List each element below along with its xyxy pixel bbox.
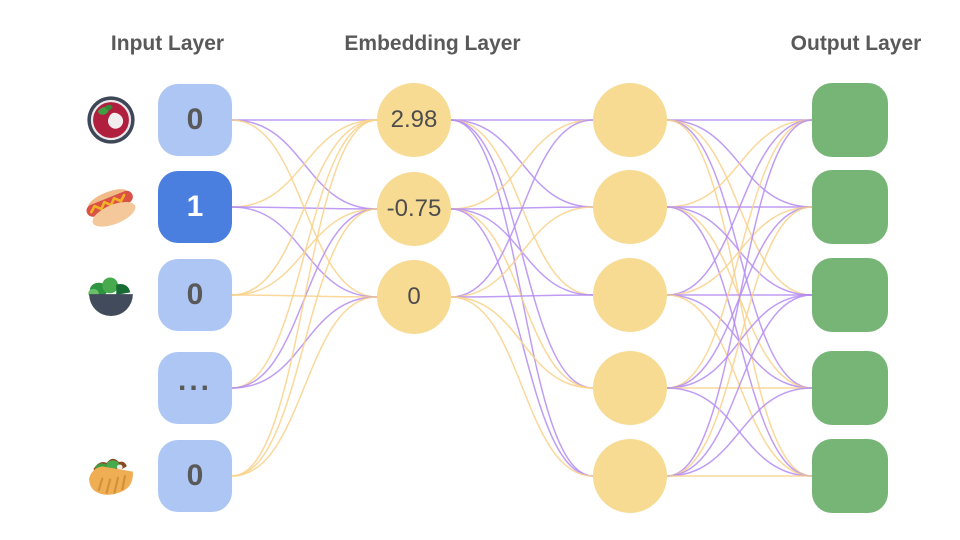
embedding-layer-title: Embedding Layer [344, 32, 521, 55]
output-node-1 [812, 83, 888, 157]
input-node-2: 1 [158, 171, 232, 243]
embedding-node-1: 2.98 [377, 83, 451, 157]
input-node-3: 0 [158, 259, 232, 331]
soup-bowl-icon [87, 96, 135, 144]
salad-icon [88, 277, 133, 316]
output-layer-title: Output Layer [790, 32, 922, 55]
embedding-node-3: 0 [377, 260, 451, 334]
hotdog-icon [86, 189, 136, 227]
hidden-node-3 [593, 258, 667, 332]
input-node-5-label: 0 [186, 459, 204, 492]
input-node-1: 0 [158, 84, 232, 156]
embedding-node-2-value: -0.75 [386, 195, 442, 222]
output-node-5 [812, 439, 888, 513]
flatbread-icon [89, 458, 133, 495]
input-node-1-label: 0 [186, 103, 204, 136]
output-node-4 [812, 351, 888, 425]
input-node-2-label: 1 [186, 190, 204, 223]
input-layer-title: Input Layer [110, 32, 225, 55]
input-node-3-label: 0 [186, 278, 204, 311]
hidden-node-5 [593, 439, 667, 513]
output-node-3 [812, 258, 888, 332]
hidden-node-2 [593, 170, 667, 244]
input-node-ellipsis: ... [158, 352, 232, 424]
embedding-node-2: -0.75 [377, 172, 451, 246]
embedding-node-1-value: 2.98 [390, 106, 438, 133]
hidden-node-4 [593, 351, 667, 425]
hidden-node-1 [593, 83, 667, 157]
input-node-5: 0 [158, 440, 232, 512]
input-node-ellipsis-label: ... [177, 364, 212, 397]
output-node-2 [812, 170, 888, 244]
embedding-node-3-value: 0 [407, 283, 421, 310]
